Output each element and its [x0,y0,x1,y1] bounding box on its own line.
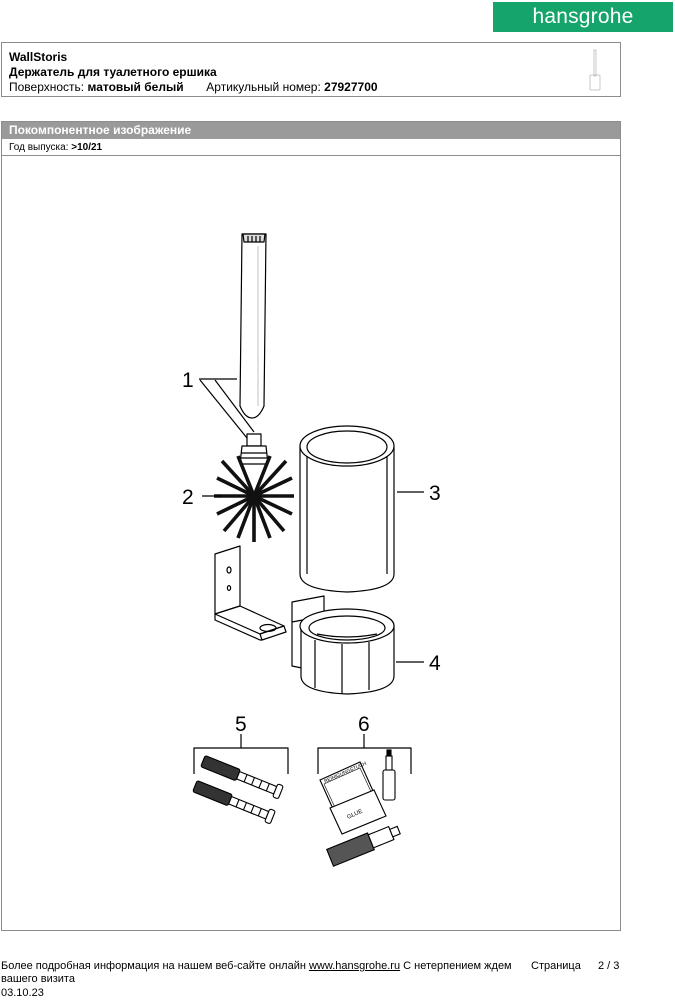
adhesive-kit-part [319,749,401,867]
wall-bracket-part [214,545,287,641]
ring-holder-part [291,595,395,695]
footer-greeting-1: С нетерпением ждем [403,960,512,972]
footer-greeting-2: вашего визита [1,973,75,985]
product-details: Поверхность: матовый белый Артикульный н… [9,80,378,94]
release-value: >10/21 [71,142,103,153]
exploded-drawing: REINIGUNGSTUCH GLUE 1 2 3 4 5 6 [182,233,441,867]
footer-date: 03.10.23 [1,987,44,999]
product-header: WallStoris Держатель для туалетного ерши… [1,42,621,97]
exploded-view-section: Покомпонентное изображение Год выпуска: … [1,121,621,931]
brush-head-part [214,433,294,542]
product-name: Держатель для туалетного ершика [9,65,217,79]
release-year: Год выпуска: >10/21 [2,139,620,156]
product-thumbnail-icon [589,49,601,91]
section-title: Покомпонентное изображение [2,122,620,139]
part-label-5: 5 [235,713,247,736]
screws-and-dowels-part [192,755,284,824]
part-label-6: 6 [358,713,370,736]
page-label: Страница [531,960,581,972]
release-label: Год выпуска: [9,142,69,153]
part-label-2: 2 [182,486,194,509]
brand-logo: hansgrohe [493,2,673,32]
part-label-3: 3 [429,482,441,505]
footer-info: Более подробная информация на нашем веб-… [1,960,512,972]
glass-container-part [299,425,395,593]
article-label: Артикульный номер: [206,80,321,94]
footer-info-text: Более подробная информация на нашем веб-… [1,960,306,972]
part-label-4: 4 [429,652,441,675]
brush-handle-part [239,233,267,419]
product-series: WallStoris [9,50,68,64]
page-number: 2 / 3 [598,960,620,972]
website-link[interactable]: www.hansgrohe.ru [308,960,401,972]
article-value: 27927700 [324,80,378,94]
surface-label: Поверхность: [9,80,85,94]
part-label-1: 1 [182,369,194,392]
surface-value: матовый белый [87,80,184,94]
